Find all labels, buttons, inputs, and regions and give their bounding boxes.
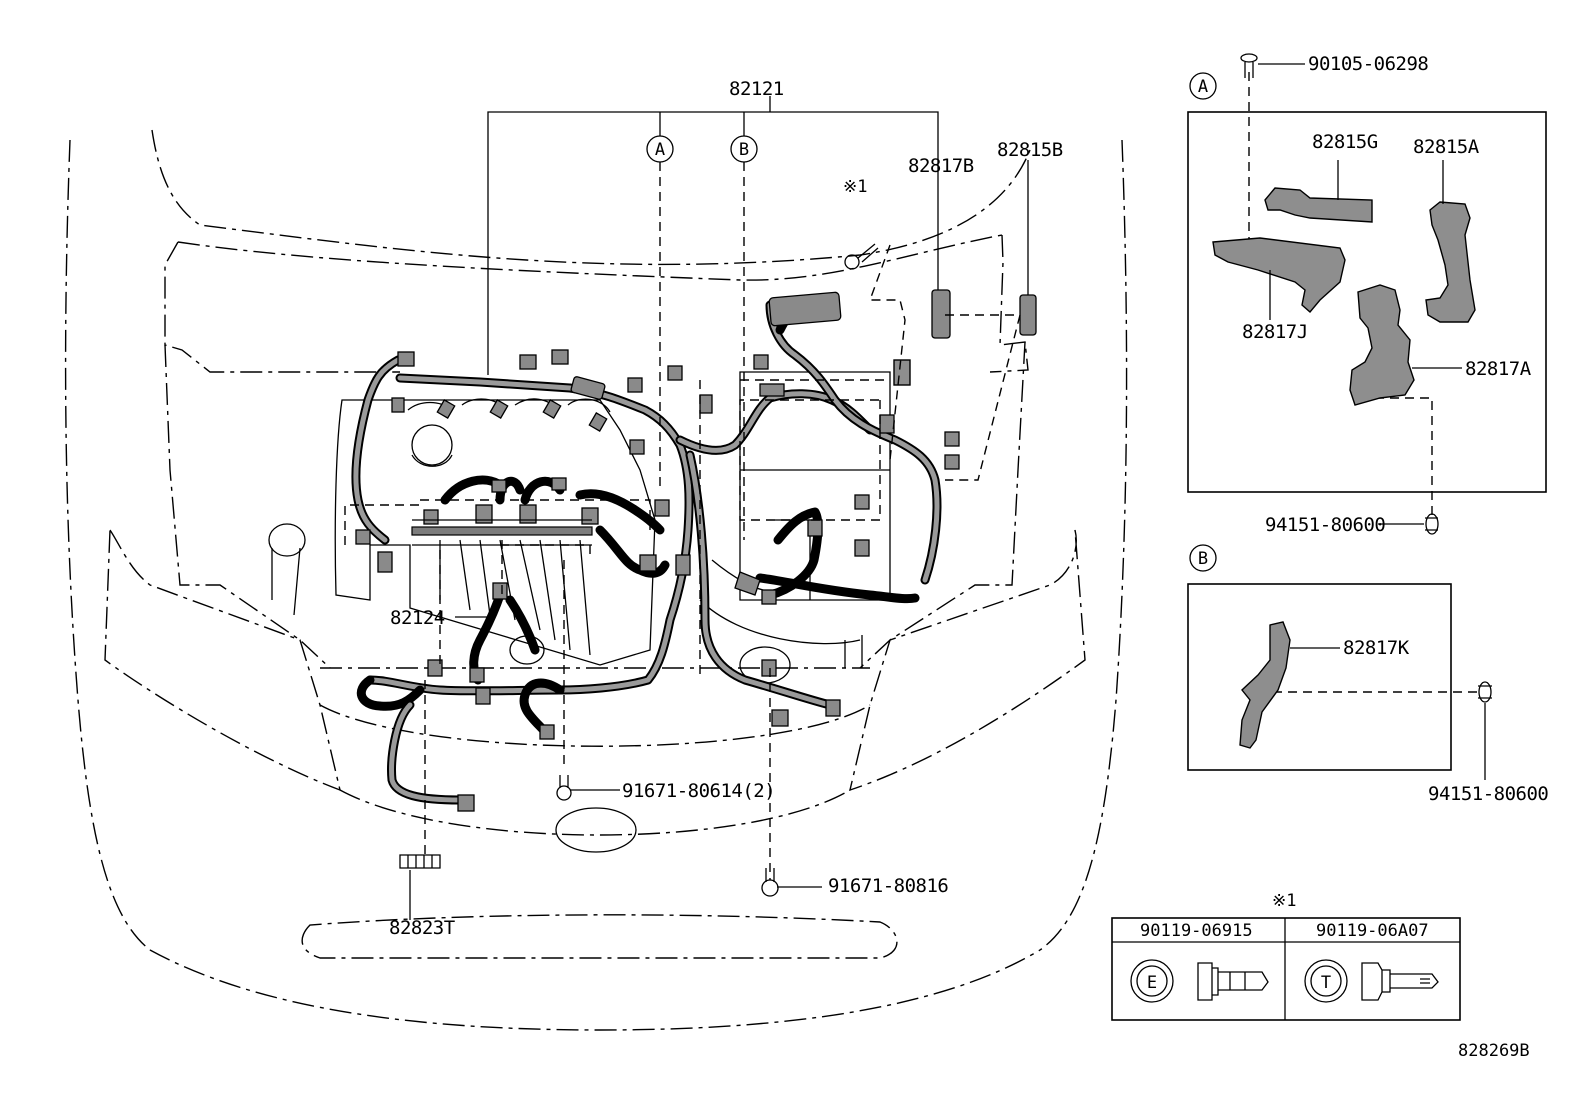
leader-82121 <box>409 96 1029 920</box>
part-82817J <box>1212 237 1346 313</box>
bolt-table: ※1 90119-06915 90119-06A07 E T <box>1111 891 1461 1021</box>
part-82817A <box>1349 284 1415 406</box>
bolt-note1-icon <box>844 243 879 270</box>
bolt-t-head-icon: T <box>1304 959 1348 1003</box>
label-82817J: 82817J <box>1242 321 1308 343</box>
detail-b-callout-text: B <box>1198 549 1208 569</box>
nut-94151-80600-a-icon <box>1425 513 1439 535</box>
label-91671-80614: 91671-80614(2) <box>622 780 775 802</box>
bolt-t-side-icon <box>1361 962 1439 1001</box>
detail-b: B 82817K 94151-80600 <box>1187 544 1549 805</box>
table-col1-header: 90119-06915 <box>1140 921 1253 941</box>
callout-b-text: B <box>739 140 749 160</box>
part-82815G <box>1264 187 1373 223</box>
label-94151-80600-b: 94151-80600 <box>1428 783 1548 805</box>
note-mark-main: ※1 <box>843 177 867 197</box>
nut-94151-80600-b-icon <box>1478 681 1492 703</box>
label-82817B: 82817B <box>908 155 974 177</box>
callout-a-text: A <box>655 140 665 160</box>
table-col2-header: 90119-06A07 <box>1316 921 1429 941</box>
clip-82823T-icon <box>399 854 441 869</box>
callout-b-main: B <box>730 135 758 163</box>
vehicle-outline <box>64 129 1128 1031</box>
part-82817K <box>1239 621 1291 749</box>
label-82817A: 82817A <box>1465 358 1532 380</box>
bolt-91671-80614-icon <box>556 775 572 801</box>
bolt-t-mark: T <box>1321 973 1331 993</box>
reference-lines <box>344 72 1478 880</box>
detail-a: A 90105-06298 82815G 82815A 82817J 82817… <box>1187 53 1547 536</box>
label-94151-80600-a: 94151-80600 <box>1265 514 1385 536</box>
note-mark-table: ※1 <box>1272 891 1296 911</box>
label-82817K: 82817K <box>1343 637 1410 659</box>
bolt-e-mark: E <box>1147 973 1157 993</box>
bolt-91671-80816-icon <box>761 868 779 897</box>
label-82815A: 82815A <box>1413 136 1480 158</box>
label-82815B: 82815B <box>997 139 1063 161</box>
harness-connectors <box>355 349 960 812</box>
label-82124: 82124 <box>390 607 445 629</box>
callout-a-main: A <box>646 135 674 163</box>
label-90105-06298: 90105-06298 <box>1308 53 1428 75</box>
label-82823T: 82823T <box>389 917 455 939</box>
fasteners-main <box>399 243 879 897</box>
bolt-e-side-icon <box>1197 962 1269 1001</box>
label-91671-80816: 91671-80816 <box>828 875 948 897</box>
bolt-e-head-icon: E <box>1130 959 1174 1003</box>
label-82121: 82121 <box>729 78 784 100</box>
diagram-id: 828269B <box>1458 1041 1530 1061</box>
detail-a-callout-text: A <box>1198 77 1208 97</box>
bolt-90105-06298-icon <box>1240 53 1258 78</box>
part-82815A <box>1425 201 1476 323</box>
label-82815G: 82815G <box>1312 131 1378 153</box>
